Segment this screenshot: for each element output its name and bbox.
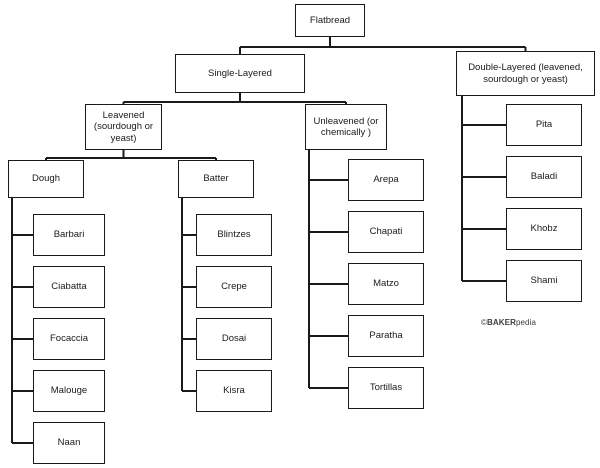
node-label: Single-Layered bbox=[208, 67, 272, 79]
node-arepa[interactable]: Arepa bbox=[348, 159, 424, 201]
node-dough[interactable]: Dough bbox=[8, 160, 84, 198]
bakerpedia-watermark: ©BAKERpedia bbox=[481, 318, 536, 327]
node-label: Dosai bbox=[221, 333, 247, 345]
node-label: Matzo bbox=[373, 278, 399, 290]
node-crepe[interactable]: Crepe bbox=[196, 266, 272, 308]
node-label: Arepa bbox=[373, 174, 399, 186]
node-label: Paratha bbox=[369, 330, 403, 342]
node-label: Ciabatta bbox=[51, 281, 87, 293]
node-flatbread[interactable]: Flatbread bbox=[295, 4, 365, 37]
node-label: Crepe bbox=[221, 281, 247, 293]
node-unleavened[interactable]: Unleavened (or chemically ) bbox=[305, 104, 387, 150]
node-label: Pita bbox=[535, 119, 553, 131]
node-malouge[interactable]: Malouge bbox=[33, 370, 105, 412]
node-focaccia[interactable]: Focaccia bbox=[33, 318, 105, 360]
node-label: Blintzes bbox=[217, 229, 251, 241]
node-tortillas[interactable]: Tortillas bbox=[348, 367, 424, 409]
node-chapati[interactable]: Chapati bbox=[348, 211, 424, 253]
node-single-layered[interactable]: Single-Layered bbox=[175, 54, 305, 93]
node-label: Barbari bbox=[53, 229, 85, 241]
node-naan[interactable]: Naan bbox=[33, 422, 105, 464]
node-batter[interactable]: Batter bbox=[178, 160, 254, 198]
node-barbari[interactable]: Barbari bbox=[33, 214, 105, 256]
node-label: Double-Layered (leavened, sourdough or y… bbox=[468, 62, 583, 85]
node-label: Baladi bbox=[530, 171, 558, 183]
node-label: Kisra bbox=[223, 385, 245, 397]
node-label: Shami bbox=[530, 275, 558, 287]
node-label: Unleavened (or chemically ) bbox=[313, 115, 379, 138]
node-baladi[interactable]: Baladi bbox=[506, 156, 582, 198]
node-label: Flatbread bbox=[309, 14, 351, 26]
node-dosai[interactable]: Dosai bbox=[196, 318, 272, 360]
node-double-layered[interactable]: Double-Layered (leavened, sourdough or y… bbox=[456, 51, 595, 96]
node-pita[interactable]: Pita bbox=[506, 104, 582, 146]
node-kisra[interactable]: Kisra bbox=[196, 370, 272, 412]
node-label: Chapati bbox=[369, 226, 403, 238]
node-label: Dough bbox=[32, 173, 60, 185]
node-leavened[interactable]: Leavened (sourdough or yeast) bbox=[85, 104, 162, 150]
node-label: Batter bbox=[203, 173, 229, 185]
node-label: Tortillas bbox=[369, 382, 403, 394]
node-label: Khobz bbox=[530, 223, 558, 235]
watermark-brand: BAKER bbox=[487, 318, 516, 327]
node-ciabatta[interactable]: Ciabatta bbox=[33, 266, 105, 308]
watermark-suffix: pedia bbox=[515, 318, 537, 327]
node-label: Malouge bbox=[50, 385, 88, 397]
node-blintzes[interactable]: Blintzes bbox=[196, 214, 272, 256]
watermark-prefix: © bbox=[481, 318, 487, 327]
node-khobz[interactable]: Khobz bbox=[506, 208, 582, 250]
node-paratha[interactable]: Paratha bbox=[348, 315, 424, 357]
node-shami[interactable]: Shami bbox=[506, 260, 582, 302]
node-label: Focaccia bbox=[49, 333, 88, 345]
node-label: Leavened (sourdough or yeast) bbox=[93, 110, 154, 144]
node-label: Naan bbox=[57, 437, 81, 449]
node-matzo[interactable]: Matzo bbox=[348, 263, 424, 305]
